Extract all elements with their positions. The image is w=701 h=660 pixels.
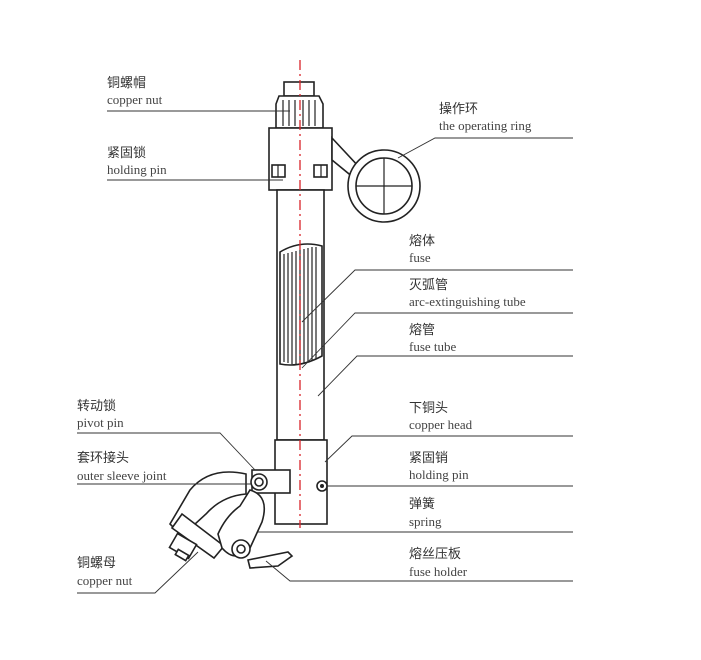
fuse-assembly xyxy=(168,60,421,569)
label-operating-ring-en: the operating ring xyxy=(439,118,532,133)
label-holding-pin-bottom-en: holding pin xyxy=(409,467,469,482)
label-holding-pin-top-en: holding pin xyxy=(107,162,167,177)
label-pivot-pin-en: pivot pin xyxy=(77,415,124,430)
label-spring-en: spring xyxy=(409,514,442,529)
label-fuse-tube-zh: 熔管 xyxy=(409,323,435,338)
label-fuse-holder-zh: 熔丝压板 xyxy=(409,547,461,562)
label-fuse-holder-en: fuse holder xyxy=(409,564,468,579)
label-operating-ring-zh: 操作环 xyxy=(439,101,478,117)
leader-lines xyxy=(77,110,573,594)
label-copper-nut-top-en: copper nut xyxy=(107,92,163,107)
operating-ring xyxy=(331,135,421,223)
label-outer-sleeve-en: outer sleeve joint xyxy=(77,468,167,483)
label-copper-nut-top-zh: 铜螺帽 xyxy=(107,75,146,91)
label-copper-head-en: copper head xyxy=(409,417,473,432)
label-copper-head-zh: 下铜头 xyxy=(409,401,448,416)
bottom-clamp xyxy=(168,469,294,569)
label-fuse-tube-en: fuse tube xyxy=(409,339,457,354)
label-copper-nut-bottom-en: copper nut xyxy=(77,573,133,588)
label-copper-nut-bottom-zh: 铜螺母 xyxy=(77,556,116,571)
label-arc-tube-zh: 灭弧管 xyxy=(409,278,448,293)
label-holding-pin-top-zh: 紧固锁 xyxy=(107,145,146,161)
label-pivot-pin-zh: 转动锁 xyxy=(77,398,116,414)
label-fuse-zh: 熔体 xyxy=(409,234,435,249)
label-holding-pin-bottom-zh: 紧固销 xyxy=(409,451,448,466)
label-arc-tube-en: arc-extinguishing tube xyxy=(409,294,526,309)
label-fuse-en: fuse xyxy=(409,250,431,265)
label-spring-zh: 弹簧 xyxy=(409,496,435,512)
label-outer-sleeve-zh: 套环接头 xyxy=(77,450,129,466)
labels: 铜螺帽 copper nut 紧固锁 holding pin 操作环 the o… xyxy=(77,75,532,588)
